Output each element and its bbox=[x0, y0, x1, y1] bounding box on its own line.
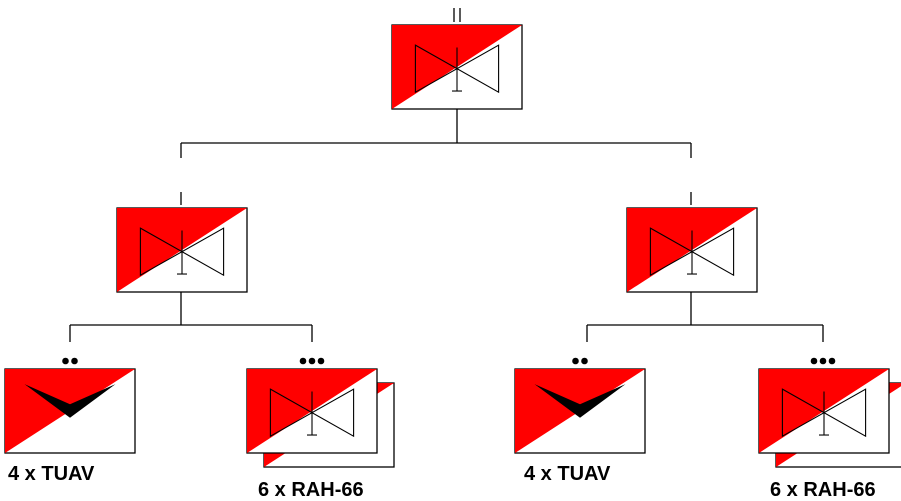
uav-chevron-icon bbox=[534, 384, 626, 418]
echelon-dot bbox=[810, 357, 818, 365]
echelon-dot bbox=[828, 357, 836, 365]
echelon-mark-bottom-2 bbox=[572, 357, 588, 365]
symbol-bottom-1 bbox=[246, 368, 378, 454]
echelon-dot bbox=[71, 357, 78, 365]
aviation-bowtie-icon bbox=[781, 388, 867, 438]
echelon-mark-top bbox=[453, 8, 461, 22]
symbol-top-hq bbox=[391, 24, 523, 110]
symbol-bottom-3 bbox=[758, 368, 890, 454]
unit-label-rah66-right: 6 x RAH-66 bbox=[770, 479, 876, 501]
aviation-bowtie-icon bbox=[414, 44, 500, 94]
symbol-mid-right bbox=[626, 207, 758, 293]
echelon-dot bbox=[819, 357, 827, 365]
echelon-mark-bottom-3 bbox=[810, 357, 836, 365]
echelon-mark-bottom-0 bbox=[62, 357, 78, 365]
echelon-dot bbox=[572, 357, 579, 365]
uav-chevron-icon bbox=[24, 384, 116, 418]
echelon-mark-bottom-1 bbox=[299, 357, 325, 365]
unit-label-tuav-right: 4 x TUAV bbox=[524, 463, 611, 485]
unit-label-rah66-left: 6 x RAH-66 bbox=[258, 479, 364, 501]
echelon-dot bbox=[317, 357, 325, 365]
symbol-bottom-2 bbox=[514, 368, 646, 454]
echelon-dot bbox=[299, 357, 307, 365]
unit-label-tuav-left: 4 x TUAV bbox=[8, 463, 95, 485]
aviation-bowtie-icon bbox=[269, 388, 355, 438]
echelon-dot bbox=[308, 357, 316, 365]
connector-lines bbox=[69, 109, 824, 342]
echelon-dot bbox=[581, 357, 588, 365]
echelon-dot bbox=[62, 357, 69, 365]
aviation-bowtie-icon bbox=[139, 227, 225, 277]
unit-symbols bbox=[4, 8, 901, 468]
aviation-bowtie-icon bbox=[649, 227, 735, 277]
symbol-bottom-0 bbox=[4, 368, 136, 454]
symbol-mid-left bbox=[116, 207, 248, 293]
